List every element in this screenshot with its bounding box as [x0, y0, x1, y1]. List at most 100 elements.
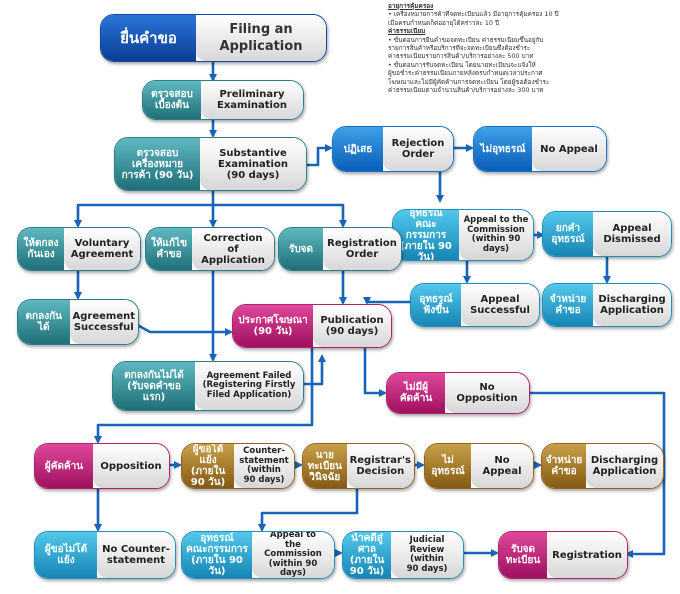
node-label-thai: อุทธรณ์ฟังขึ้น	[411, 284, 461, 326]
english-text: Counter-	[243, 446, 285, 456]
english-text: (90 days)	[226, 169, 280, 181]
node-label-english: Registration	[547, 532, 627, 578]
node-no-appeal-rejection[interactable]: ไม่อุทธรณ์ No Appeal	[473, 126, 607, 172]
node-agreement-failed[interactable]: ตกลงกันไม่ได้(รับจดคำขอแรก)Agreement Fai…	[112, 361, 304, 411]
thai-text: ไม่อุทธรณ์	[480, 143, 526, 155]
thai-text: จำหน่าย	[549, 294, 587, 305]
english-text: (within 90 days)	[268, 558, 318, 579]
english-text: Successful	[73, 322, 134, 333]
english-text: (Registering Firstly	[202, 380, 296, 391]
english-text: Appeal	[480, 294, 520, 305]
thai-text: เบื้องต้น	[155, 100, 189, 111]
node-label-thai: รับจด	[279, 228, 323, 270]
thai-text: นำคดีสู่ศาล	[351, 533, 383, 555]
thai-text: อุทธรณ์	[551, 234, 585, 245]
english-text: Voluntary	[74, 238, 130, 249]
thai-text: ผู้ขอไม่โต้แย้ง	[44, 544, 88, 566]
thai-text: ทะเบียน	[505, 555, 541, 566]
thai-text: ให้ตกลง	[23, 238, 59, 249]
thai-text: ไม่มีผู้คัดค้าน	[399, 382, 433, 404]
english-text: Preliminary	[219, 89, 285, 100]
thai-text: ผู้ขอโต้แย้ง	[192, 444, 224, 466]
node-label-thai: ปฏิเสธ	[333, 127, 383, 171]
english-text: Opposition	[100, 460, 162, 472]
note-line: ผู้ขอชำระค่าธรรมเนียมภายหลังครบกำหนดเวลา…	[388, 69, 543, 78]
thai-text: (ภายใน	[349, 555, 385, 566]
notes-fee-lines: • ขั้นตอนการยื่นคำขอจดทะเบียน ค่าธรรมเนี…	[388, 36, 678, 95]
thai-text: ยื่นคำขอ	[120, 28, 177, 47]
english-text: Order	[401, 149, 435, 160]
thai-text: เครื่องหมาย	[131, 158, 184, 170]
node-no-opposition[interactable]: ไม่มีผู้คัดค้าน No Opposition	[386, 372, 530, 414]
node-no-counter-statement[interactable]: ผู้ขอไม่โต้แย้ง No Counter-statement	[34, 531, 176, 579]
english-text: No Appeal	[482, 455, 522, 477]
english-text: Appeal	[612, 223, 652, 234]
arrow-subst-reject	[305, 144, 333, 167]
node-no-appeal-decision[interactable]: ไม่อุทธรณ์ No Appeal	[424, 443, 534, 489]
node-label-english: No Appeal	[532, 127, 606, 171]
node-label-english: No Appeal	[471, 444, 533, 488]
english-text: No Opposition	[456, 382, 518, 404]
node-label-thai: ยกคำอุทธรณ์	[543, 212, 593, 256]
arrow-decision-appeal2	[258, 488, 359, 532]
thai-text: นายทะเบียน	[307, 449, 342, 472]
thai-text: ยกคำ	[555, 223, 581, 234]
node-label-thai: ผู้คัดค้าน	[35, 444, 93, 488]
thai-text: ผู้คัดค้าน	[44, 460, 84, 472]
thai-text: (ภายใน 90 วัน)	[191, 555, 243, 577]
english-text: Substantive	[219, 147, 287, 159]
thai-text: (90 วัน)	[253, 326, 293, 337]
arrow-agreefail-publication	[303, 354, 326, 386]
note-line: โฆษณาและไม่มีผู้คัดค้านการจดทะเบียน โดยผ…	[388, 77, 550, 86]
english-text: Appeal to	[269, 531, 317, 541]
english-text: No Counter-	[102, 544, 170, 555]
node-label-thai: ไม่อุทธรณ์	[474, 127, 532, 171]
arrow-subst-regorder	[213, 203, 347, 228]
english-text: Agreement	[72, 311, 136, 322]
node-label-thai: นายทะเบียนวินิจฉัย	[303, 444, 347, 488]
arrow-publication-noopp	[363, 346, 387, 397]
english-text: Application	[592, 466, 657, 477]
english-text: Examination	[218, 158, 288, 170]
notes-heading-fees: ค่าธรรมเนียม	[388, 27, 426, 36]
node-label-thai: ผู้ขอไม่โต้แย้ง	[35, 532, 97, 578]
node-appeal-commission-1[interactable]: อุทธรณ์คณะกรรมการ(ภายใน 90 วัน)Appeal to…	[392, 209, 534, 261]
node-label-thai: ตกลงกันไม่ได้(รับจดคำขอแรก)	[113, 362, 195, 410]
thai-text: 90 วัน)	[190, 477, 226, 488]
note-line: รายการสินค้าหรือบริการที่จะจดทะเบียนซึ่ง…	[388, 44, 531, 53]
thai-text: อุทธรณ์	[419, 294, 453, 305]
thai-text: ไม่อุทธรณ์	[431, 455, 465, 477]
thai-text: คำขอ	[551, 466, 577, 477]
node-opposition[interactable]: ผู้คัดค้าน Opposition	[34, 443, 170, 489]
english-text: Agreement Failed	[206, 370, 292, 381]
english-text: Filing an	[229, 22, 293, 37]
thai-text: ตกลงกันไม่ได้	[124, 369, 184, 381]
node-substantive-examination[interactable]: ตรวจสอบเครื่องหมายการค้า (90 วัน)Substan…	[114, 137, 307, 191]
node-publication[interactable]: ประกาศโฆษณา(90 วัน)Publication(90 days)	[232, 304, 392, 348]
node-label-english: No Counter-statement	[97, 532, 175, 578]
node-appeal-commission-2[interactable]: อุทธรณ์คณะกรรมการ(ภายใน 90 วัน)Appeal to…	[181, 531, 335, 579]
